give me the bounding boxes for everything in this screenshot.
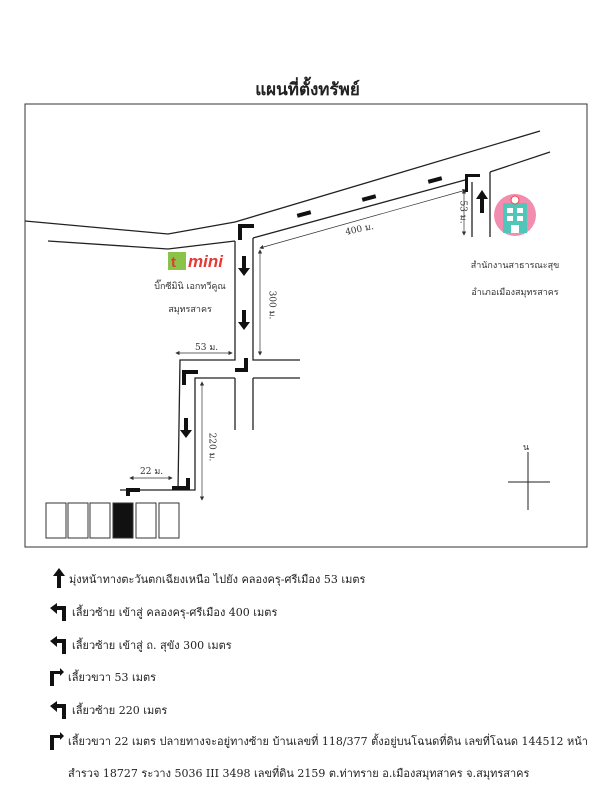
map-border [24,103,588,548]
route-arrows [126,174,488,496]
distance-lines [129,188,467,501]
office-district: อำเภอเมืองสมุทรสาคร [471,288,559,298]
arrow-up-icon [53,568,65,588]
direction-step: เลี้ยวซ้าย เข้าสู่ ถ. สุขัง 300 เมตร [50,636,232,654]
direction-step: เลี้ยวซ้าย 220 เมตร [50,701,167,719]
office-name: สำนักงานสาธารณะสุข [470,261,560,271]
distance-label: 300 ม. [266,290,277,320]
turn-right-icon [50,732,64,750]
north-label: น [523,443,530,453]
turn-left-icon [50,701,66,719]
distance-label: 53 ม. [457,200,468,224]
page-title: แผนที่ตั้งทรัพย์ [255,80,360,100]
distance-label: 220 ม. [206,432,217,462]
direction-continuation: สำรวจ 18727 ระวาง 5036 III 3498 เลขที่ดิ… [68,767,530,780]
store-logo-text: mini [188,252,223,271]
houses [45,502,180,539]
direction-step: เลี้ยวขวา 22 เมตร ปลายทางจะอยู่ทางซ้าย บ… [50,732,588,750]
direction-step: เลี้ยวซ้าย เข้าสู่ คลองครุ-ศรีเมือง 400 … [50,603,277,621]
target-house [112,502,134,539]
turn-right-icon [50,668,64,686]
svg-text:t: t [171,254,176,271]
hospital-icon [494,194,536,236]
distance-label: 22 ม. [140,467,164,477]
store-location: สมุทรสาคร [168,305,212,315]
store-name: บิ๊กซีมินิ เอกทวีคูณ [154,282,226,292]
turn-left-icon [50,603,66,621]
roads [24,130,551,491]
distance-label: 53 ม. [195,343,219,353]
store-logo-icon: t [168,252,186,271]
turn-left-icon [50,636,66,654]
direction-step: มุ่งหน้าทางตะวันตกเฉียงเหนือ ไปยัง คลองค… [53,568,365,588]
direction-step: เลี้ยวขวา 53 เมตร [50,668,156,686]
north-compass-icon [508,452,550,510]
